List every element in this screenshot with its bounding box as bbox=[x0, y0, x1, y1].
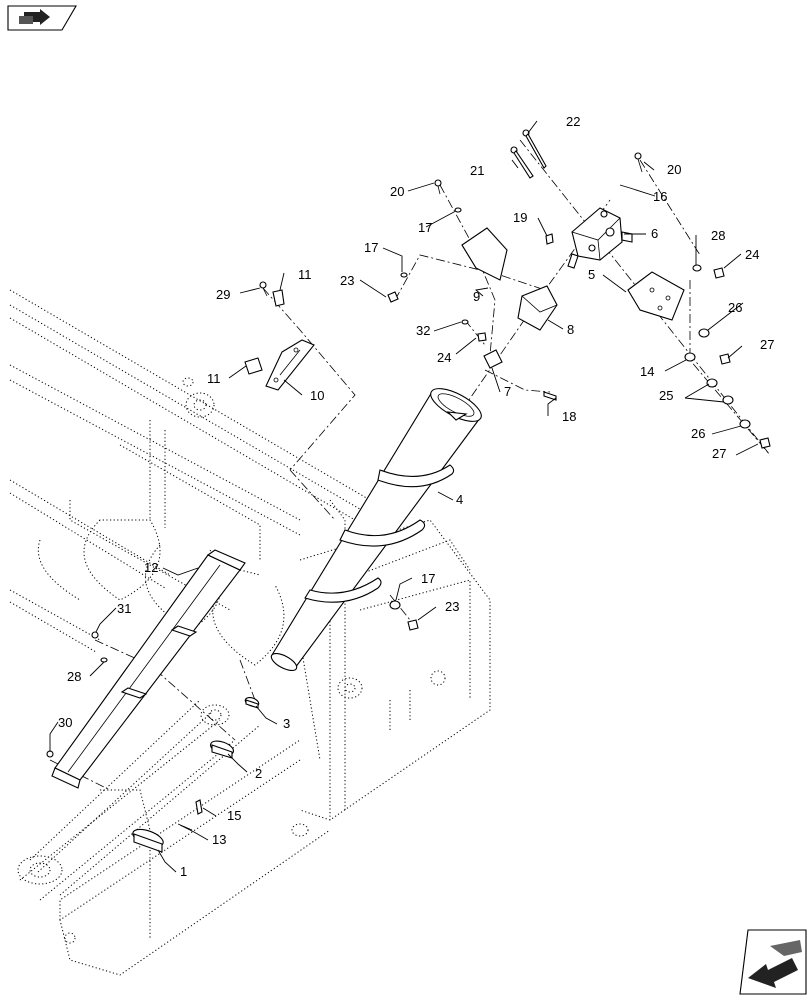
next-page-icon[interactable] bbox=[739, 929, 807, 995]
bolt-20-left bbox=[434, 179, 442, 195]
callout-24-lower: 24 bbox=[437, 350, 451, 365]
callout-10: 10 bbox=[310, 388, 324, 403]
callout-30: 30 bbox=[58, 715, 72, 730]
feeder-housing bbox=[59, 519, 491, 976]
callout-17-lower: 17 bbox=[421, 571, 435, 586]
callout-22: 22 bbox=[566, 114, 580, 129]
callout-20-right: 20 bbox=[667, 162, 681, 177]
header-frame bbox=[9, 289, 371, 653]
callout-2: 2 bbox=[255, 766, 262, 781]
collar-2 bbox=[209, 740, 235, 759]
callout-4: 4 bbox=[456, 492, 463, 507]
washer-28-upper bbox=[692, 264, 702, 272]
callout-15: 15 bbox=[227, 808, 241, 823]
callout-27-lower: 27 bbox=[712, 446, 726, 461]
callout-12: 12 bbox=[144, 560, 158, 575]
bolt-29 bbox=[259, 281, 268, 297]
auger-trough bbox=[51, 549, 246, 789]
callout-5: 5 bbox=[588, 267, 595, 282]
plate-11-upper bbox=[272, 289, 285, 307]
nut-24-upper bbox=[713, 267, 725, 279]
callout-11-upper: 11 bbox=[298, 267, 312, 282]
callout-6: 6 bbox=[651, 226, 658, 241]
bolt-31 bbox=[91, 631, 99, 639]
washer-28-lower bbox=[100, 657, 108, 663]
auger-tube bbox=[270, 388, 482, 671]
callout-1: 1 bbox=[180, 864, 187, 879]
callout-31: 31 bbox=[117, 601, 131, 616]
callout-26-lower: 26 bbox=[691, 426, 705, 441]
pin-15 bbox=[195, 799, 203, 815]
bracket-10 bbox=[265, 339, 315, 391]
callout-23-lower: 23 bbox=[445, 599, 459, 614]
callout-28-upper: 28 bbox=[711, 228, 725, 243]
washer-26-upper bbox=[698, 328, 710, 338]
callout-28-lower: 28 bbox=[67, 669, 81, 684]
nut-23-upper bbox=[387, 291, 399, 303]
bolt-20-right bbox=[634, 152, 643, 173]
plate-11-lower bbox=[244, 357, 263, 375]
bolt-21 bbox=[510, 146, 534, 179]
nut-27-upper bbox=[719, 353, 731, 365]
callout-29: 29 bbox=[216, 287, 230, 302]
drive-chain bbox=[17, 699, 261, 901]
nut-24-lower bbox=[477, 332, 487, 342]
nut-27-lower bbox=[759, 437, 771, 449]
callout-16: 16 bbox=[653, 189, 667, 204]
washer-17-upper bbox=[454, 207, 462, 213]
callout-21: 21 bbox=[470, 163, 484, 178]
callout-11-lower: 11 bbox=[207, 371, 221, 386]
washer-25-b bbox=[722, 395, 734, 405]
nut-23-lower bbox=[407, 619, 419, 631]
callout-8: 8 bbox=[567, 322, 574, 337]
washer-32 bbox=[461, 319, 469, 325]
callout-18: 18 bbox=[562, 409, 576, 424]
mounting-plate-5 bbox=[627, 271, 685, 321]
callout-13: 13 bbox=[212, 832, 226, 847]
callout-7: 7 bbox=[504, 384, 511, 399]
callout-32: 32 bbox=[416, 323, 430, 338]
callout-9: 9 bbox=[473, 289, 480, 304]
callout-14: 14 bbox=[640, 364, 654, 379]
washer-14 bbox=[684, 352, 696, 362]
callout-20-left: 20 bbox=[390, 184, 404, 199]
clip-7 bbox=[483, 349, 503, 369]
previous-page-icon[interactable] bbox=[7, 5, 77, 31]
washer-25-a bbox=[706, 378, 718, 388]
callout-labels: 22 21 20 20 16 17 19 6 28 17 24 23 5 11 … bbox=[58, 114, 774, 879]
pin-16 bbox=[619, 184, 631, 189]
washer-26-lower bbox=[739, 419, 751, 429]
callout-24-upper: 24 bbox=[745, 247, 759, 262]
bolt-22 bbox=[522, 129, 547, 169]
callout-19: 19 bbox=[513, 210, 527, 225]
shield-9 bbox=[461, 227, 508, 281]
callout-17-mid: 17 bbox=[364, 240, 378, 255]
callout-3: 3 bbox=[283, 716, 290, 731]
washer-17-mid bbox=[400, 272, 408, 278]
collar-1 bbox=[132, 828, 164, 853]
callout-leaders bbox=[49, 120, 759, 873]
callout-27-upper: 27 bbox=[760, 337, 774, 352]
callout-25: 25 bbox=[659, 388, 673, 403]
bushing-3 bbox=[244, 696, 260, 709]
callout-23-upper: 23 bbox=[340, 273, 354, 288]
pin-18 bbox=[543, 391, 557, 401]
callout-26-upper: 26 bbox=[728, 300, 742, 315]
pin-19 bbox=[545, 233, 554, 245]
washer-17-lower bbox=[389, 600, 401, 610]
shield-8 bbox=[517, 285, 558, 331]
callout-17-upper: 17 bbox=[418, 220, 432, 235]
gearbox-6 bbox=[567, 207, 633, 269]
